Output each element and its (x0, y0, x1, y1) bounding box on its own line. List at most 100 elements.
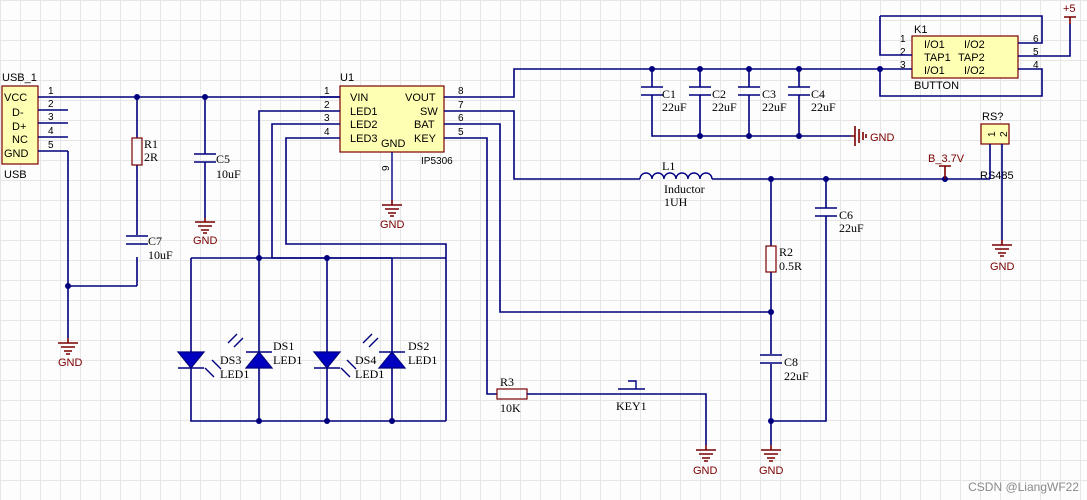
usb-connector: USB_1 VCC D- D+ NC GND USB 1 2 3 4 5 (1, 72, 68, 181)
ds1-led: DS1 LED1 (227, 333, 302, 369)
part-ref: C5 (216, 152, 230, 166)
b37-net: B_3.7V (928, 153, 965, 179)
gnd-symbol: GND (380, 200, 405, 231)
net-label: GND (990, 261, 1015, 273)
rs485-connector: RS? 1 2 RS485 (980, 111, 1014, 182)
pin-number: 5 (458, 127, 464, 138)
c6-capacitor: C6 22uF (815, 207, 864, 235)
pin-number: 2 (324, 100, 330, 111)
part-value: 2R (144, 150, 158, 164)
part-ref: DS1 (273, 339, 294, 353)
c7-capacitor: C7 10uF (126, 234, 173, 262)
part-ref: C2 (712, 87, 726, 101)
plus5-power: +5 (1063, 3, 1076, 24)
gnd-symbol: GND (990, 240, 1015, 273)
part-value: LED1 (273, 353, 302, 367)
pin-number: 4 (324, 127, 330, 138)
part-ref: KEY1 (616, 399, 647, 413)
part-value: 10K (500, 401, 521, 415)
wire-led1 (258, 110, 320, 258)
pin-label: I/O1 (924, 39, 945, 51)
pin-label: I/O2 (964, 65, 985, 77)
l1-inductor: L1 Inductor 1UH (639, 159, 713, 209)
pin-number: 8 (458, 86, 464, 97)
part-name: RS485 (980, 170, 1014, 182)
pin-number: 9 (381, 165, 392, 171)
r3-resistor: R3 10K (496, 375, 528, 415)
gnd-symbol: GND (693, 445, 718, 477)
pin-number: 6 (1033, 34, 1039, 45)
pin-number: 1 (900, 34, 906, 45)
c8-capacitor: C8 22uF (760, 354, 809, 383)
usb-pin-label: NC (12, 134, 28, 146)
gnd-symbol: GND (58, 338, 83, 369)
net-label: GND (380, 219, 405, 231)
part-ref: RS? (982, 111, 1003, 123)
part-ref: C8 (784, 355, 798, 369)
pin-number: 5 (1033, 47, 1039, 58)
u1-ic: U1 VIN LED1 LED2 LED3 VOUT SW BAT KEY GN… (320, 72, 470, 200)
part-value: 22uF (712, 100, 737, 114)
pin-number: 2 (999, 131, 1010, 137)
ic-ref: U1 (340, 72, 354, 84)
pin-label: TAP1 (924, 52, 951, 64)
net-label: GND (58, 357, 83, 369)
pin-number: 3 (900, 60, 906, 71)
pin-number: 1 (987, 131, 998, 137)
net-label: B_3.7V (928, 153, 965, 165)
usb-pin-label: D+ (12, 121, 26, 133)
ic-pin-label: GND (381, 138, 406, 150)
part-ref: C1 (662, 87, 676, 101)
part-value: 1UH (664, 195, 688, 209)
usb-pin-label: GND (4, 148, 29, 160)
ic-pin-label: VOUT (405, 92, 436, 104)
c5-capacitor: C5 10uF (194, 97, 241, 218)
gnd-symbol: GND (759, 445, 784, 477)
part-value: 10uF (148, 248, 173, 262)
ic-pin-label: LED3 (350, 133, 378, 145)
ic-pin-label: BAT (414, 119, 435, 131)
wire-bat (470, 123, 771, 313)
part-value: LED1 (408, 353, 437, 367)
part-value: LED1 (355, 367, 384, 381)
ds3-led: DS3 LED1 (176, 351, 249, 381)
ds2-led: DS2 LED1 (362, 333, 437, 369)
ic-pin-label: SW (420, 106, 438, 118)
pin-number: 2 (48, 99, 54, 110)
pin-label: TAP2 (958, 52, 985, 64)
usb-ref: USB_1 (2, 72, 37, 84)
ic-pin-label: VIN (350, 92, 368, 104)
part-value: 22uF (662, 100, 687, 114)
r2-resistor: R2 0.5R (765, 245, 802, 273)
part-ref: DS3 (220, 353, 241, 367)
pin-number: 2 (900, 47, 906, 58)
part-ref: R1 (144, 137, 158, 151)
wire-led3 (285, 137, 447, 421)
part-ref: L1 (662, 159, 675, 173)
part-value: 10uF (216, 167, 241, 181)
ic-pin-label: LED2 (350, 119, 378, 131)
c4-capacitor: C4 22uF (788, 86, 836, 114)
part-ref: C3 (762, 87, 776, 101)
usb-pin-label: VCC (4, 92, 27, 104)
pin-number: 3 (324, 113, 330, 124)
wire-sw (470, 110, 640, 180)
part-value: 0.5R (779, 259, 802, 273)
gnd-symbol: GND (851, 126, 895, 146)
usb-name: USB (4, 169, 27, 181)
part-value: 22uF (762, 100, 787, 114)
pin-number: 6 (458, 113, 464, 124)
net-label: GND (870, 132, 895, 144)
net-label: GND (693, 465, 718, 477)
pin-label: I/O2 (964, 39, 985, 51)
part-ref: K1 (914, 24, 927, 36)
part-ref: R2 (779, 245, 793, 259)
part-ref: C7 (148, 234, 162, 248)
part-ref: C6 (839, 208, 853, 222)
net-label: +5 (1063, 3, 1076, 15)
part-ref: C4 (811, 87, 825, 101)
net-label: GND (193, 235, 218, 247)
c3-capacitor: C3 22uF (738, 86, 787, 114)
part-value: Inductor (664, 182, 705, 196)
